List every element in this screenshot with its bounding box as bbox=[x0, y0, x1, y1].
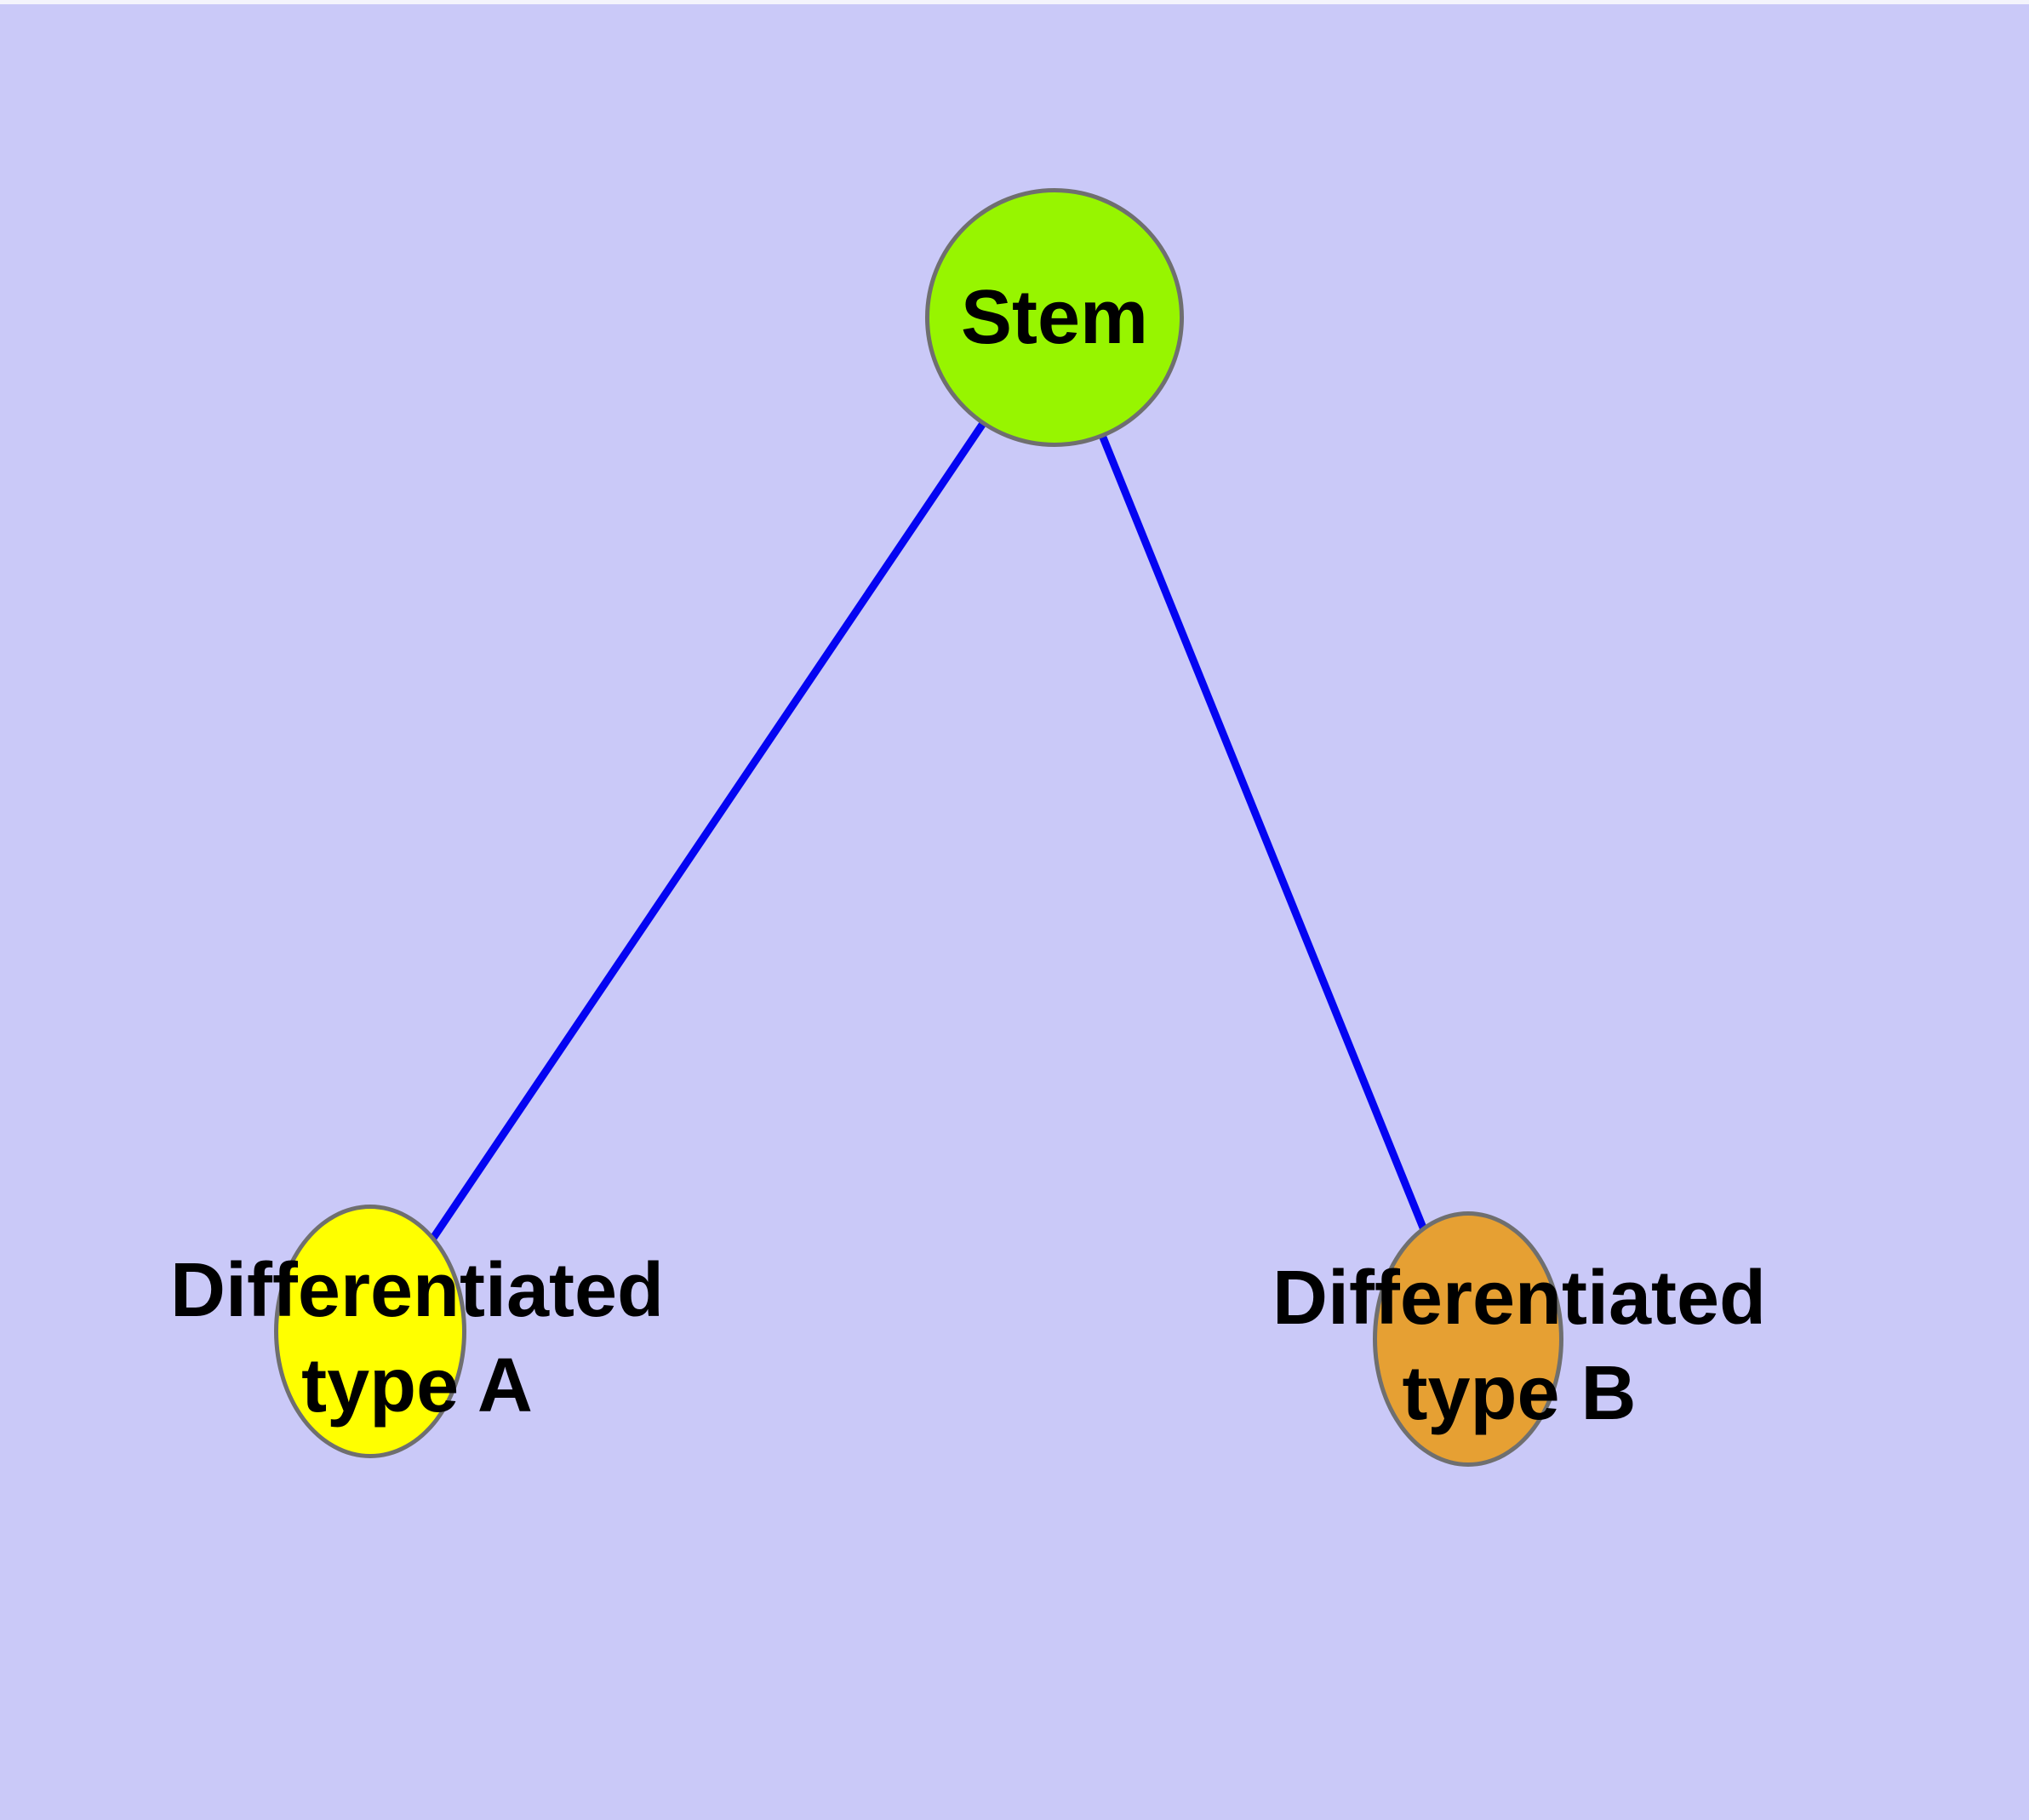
node-differentiated-type-b[interactable] bbox=[1373, 1211, 1563, 1467]
node-differentiated-type-a-label: Differentiated type A bbox=[34, 1243, 800, 1434]
label-line-1: Differentiated bbox=[169, 1248, 665, 1333]
node-differentiated-type-a[interactable] bbox=[274, 1205, 466, 1458]
node-differentiated-type-b-label: Differentiated type B bbox=[1136, 1251, 1902, 1441]
label-line-1: Differentiated bbox=[1272, 1256, 1767, 1341]
edge-stem-to-type-b bbox=[1050, 316, 1472, 1341]
label-line-2: type B bbox=[1402, 1351, 1637, 1436]
label-line-2: type A bbox=[301, 1343, 533, 1428]
edge-stem-to-type-a bbox=[367, 315, 1058, 1334]
node-stem-label: Stem bbox=[960, 275, 1149, 360]
node-stem[interactable]: Stem bbox=[925, 188, 1184, 447]
window-top-edge bbox=[0, 0, 2029, 4]
